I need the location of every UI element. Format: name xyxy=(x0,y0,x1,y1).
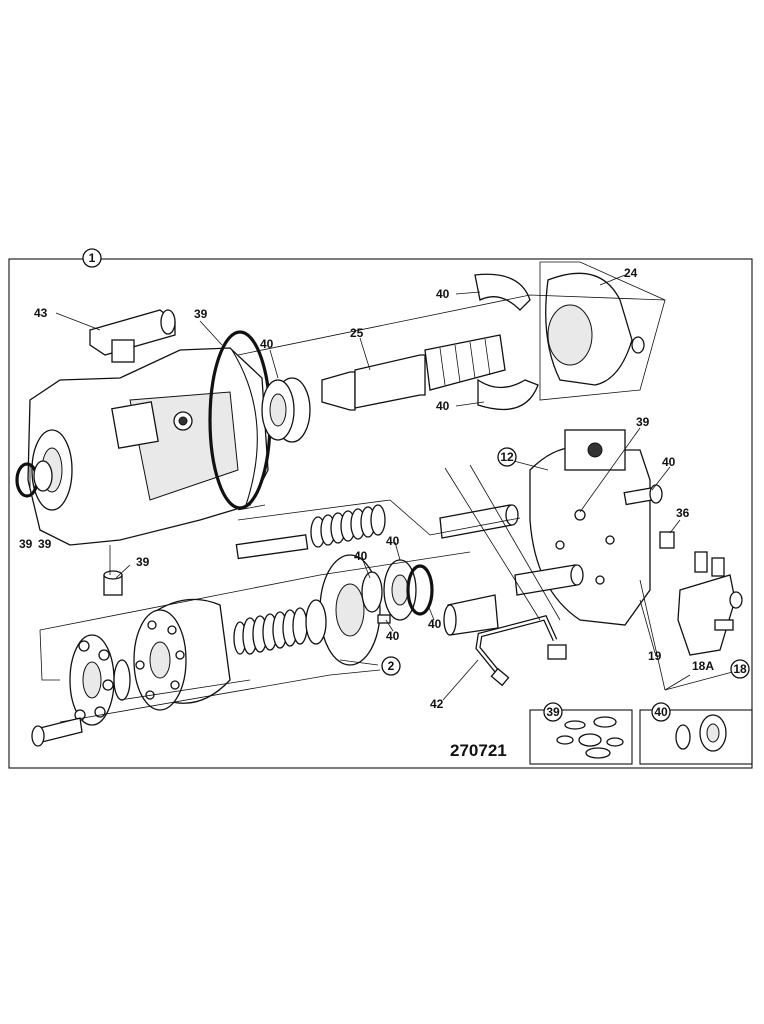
callout-43: 43 xyxy=(34,306,48,320)
pin-lower-left xyxy=(31,717,83,747)
callout-25: 25 xyxy=(350,326,364,340)
piston-plate xyxy=(69,634,115,726)
callout-40-shell-upper: 40 xyxy=(436,287,450,301)
valve-plate-12 xyxy=(529,429,651,626)
callout-39-drain: 39 xyxy=(136,555,150,569)
bearing-upper xyxy=(261,377,311,443)
callout-40-mid-2: 40 xyxy=(386,534,400,548)
seal-ring-left-2 xyxy=(33,460,53,492)
callout-40-bolt: 40 xyxy=(662,455,676,469)
callout-39-seal-ring: 39 xyxy=(194,307,208,321)
seal-kit-inset: 39 xyxy=(529,702,633,765)
callout-39-valve-plate: 39 xyxy=(636,415,650,429)
bearing-shell-upper xyxy=(474,273,531,311)
callout-39-left-2: 39 xyxy=(38,537,52,551)
retainer-ring xyxy=(113,659,131,701)
bearing-kit-label: 40 xyxy=(654,705,668,719)
spring-lower xyxy=(233,599,327,655)
diagram-frame xyxy=(8,258,753,769)
assembly-guide-lines xyxy=(29,294,741,723)
plug-36 xyxy=(659,531,675,549)
callout-18: 18 xyxy=(733,662,747,676)
callout-42: 42 xyxy=(430,697,444,711)
callout-40-mid-3: 40 xyxy=(428,617,442,631)
end-cover-24 xyxy=(545,272,645,386)
spring-upper xyxy=(235,504,386,560)
callouts: 1 43 39 40 25 40 40 24 12 39 40 36 39 39… xyxy=(19,248,750,711)
callout-36: 36 xyxy=(676,506,690,520)
callout-18a: 18A xyxy=(692,659,714,673)
bearing-shell-lower xyxy=(477,378,539,411)
bearing-stack-mid xyxy=(361,559,434,624)
pump-housing xyxy=(27,347,269,546)
callout-12: 12 xyxy=(500,450,514,464)
leader-lines xyxy=(55,258,681,701)
callout-40-mid-4: 40 xyxy=(386,629,400,643)
drawing-number: 270721 xyxy=(450,741,507,760)
end-cover-outline xyxy=(539,261,666,401)
callout-40-shell-lower: 40 xyxy=(436,399,450,413)
bearing-kit-inset: 40 xyxy=(639,702,753,765)
drive-shaft-25 xyxy=(321,334,506,411)
callout-2: 2 xyxy=(388,659,395,673)
callout-40-bearing-upper: 40 xyxy=(260,337,274,351)
fitting-43 xyxy=(89,309,176,363)
control-valve-18 xyxy=(677,551,743,656)
callout-24: 24 xyxy=(624,266,638,280)
cylinder-block xyxy=(133,598,231,711)
callout-19: 19 xyxy=(648,649,662,663)
seal-kit-label: 39 xyxy=(546,705,560,719)
callout-40-mid-1: 40 xyxy=(354,549,368,563)
callout-1: 1 xyxy=(89,251,96,265)
callout-39-left-1: 39 xyxy=(19,537,33,551)
